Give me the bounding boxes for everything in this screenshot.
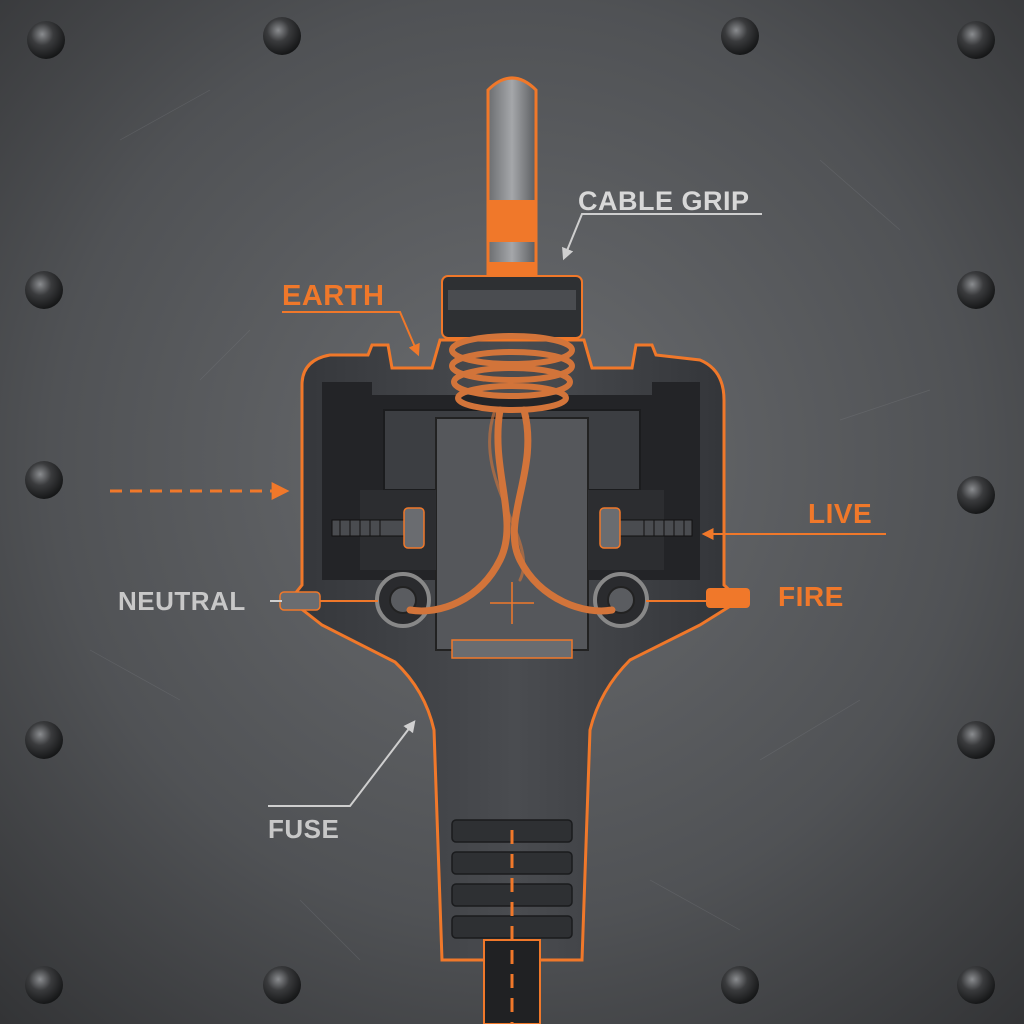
earth-pin — [486, 76, 538, 277]
label-cable-grip: CABLE GRIP — [578, 186, 750, 216]
rivet-icon — [27, 21, 65, 59]
label-fuse: FUSE — [268, 814, 339, 844]
rivet-icon — [25, 271, 63, 309]
arrow-icon — [562, 213, 762, 261]
right-screw-icon — [599, 507, 693, 549]
cable-grip-collar — [441, 275, 583, 339]
left-screw-icon — [331, 507, 425, 549]
side-prongs — [279, 588, 750, 611]
rivet-icon — [25, 461, 63, 499]
rivet-icon — [957, 271, 995, 309]
rivet-icon — [263, 966, 301, 1004]
rivet-icon — [957, 966, 995, 1004]
arrow-icon — [282, 311, 420, 357]
rivet-icon — [25, 721, 63, 759]
leader-lines — [110, 213, 886, 807]
label-earth: EARTH — [282, 280, 384, 312]
panel-scratches — [89, 89, 931, 961]
rivet-icon — [721, 17, 759, 55]
crosshair-icon — [490, 582, 534, 624]
label-live: LIVE — [808, 498, 872, 529]
label-neutral: NEUTRAL — [118, 586, 246, 616]
rivet-icon — [957, 721, 995, 759]
label-fire: FIRE — [778, 581, 844, 612]
copper-wires — [406, 333, 616, 615]
rivet-icon — [721, 966, 759, 1004]
rivets — [25, 17, 995, 1004]
rivet-icon — [957, 21, 995, 59]
left-terminal — [375, 572, 431, 628]
rivet-icon — [263, 17, 301, 55]
power-cable — [483, 830, 541, 1024]
rivet-icon — [957, 476, 995, 514]
right-terminal — [593, 572, 649, 628]
arrow-icon — [268, 720, 416, 807]
rivet-icon — [25, 966, 63, 1004]
